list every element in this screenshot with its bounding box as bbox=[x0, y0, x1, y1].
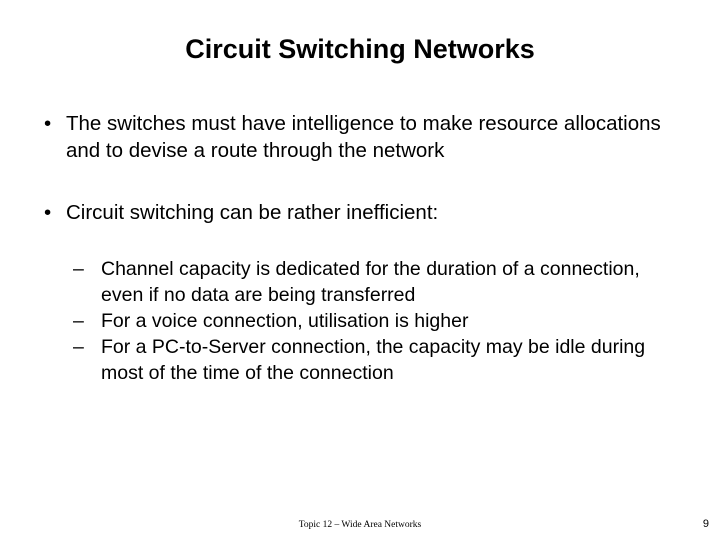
sub-bullet-item-1: – Channel capacity is dedicated for the … bbox=[0, 256, 720, 308]
bullet-marker-icon: • bbox=[44, 201, 52, 224]
slide-title: Circuit Switching Networks bbox=[185, 34, 535, 64]
slide-body: • The switches must have intelligence to… bbox=[0, 110, 720, 386]
spacer bbox=[0, 164, 720, 199]
sub-bullet-item-2: – For a voice connection, utilisation is… bbox=[0, 308, 720, 334]
spacer bbox=[0, 226, 720, 256]
sub-bullet-text: For a PC-to-Server connection, the capac… bbox=[101, 336, 646, 384]
bullet-text: The switches must have intelligence to m… bbox=[66, 112, 661, 162]
bullet-marker-icon: • bbox=[44, 112, 52, 135]
dash-marker-icon: – bbox=[73, 336, 84, 358]
sub-bullet-text: For a voice connection, utilisation is h… bbox=[101, 310, 469, 332]
dash-marker-icon: – bbox=[73, 310, 84, 332]
slide-footer: Topic 12 – Wide Area Networks bbox=[298, 520, 422, 530]
dash-marker-icon: – bbox=[73, 258, 84, 280]
bullet-item-2: • Circuit switching can be rather ineffi… bbox=[0, 199, 720, 226]
page-number: 9 bbox=[702, 518, 709, 530]
sub-bullet-text: Channel capacity is dedicated for the du… bbox=[101, 258, 640, 306]
bullet-item-1: • The switches must have intelligence to… bbox=[0, 110, 720, 164]
bullet-text: Circuit switching can be rather ineffici… bbox=[66, 201, 439, 224]
sub-bullet-item-3: – For a PC-to-Server connection, the cap… bbox=[0, 334, 720, 386]
